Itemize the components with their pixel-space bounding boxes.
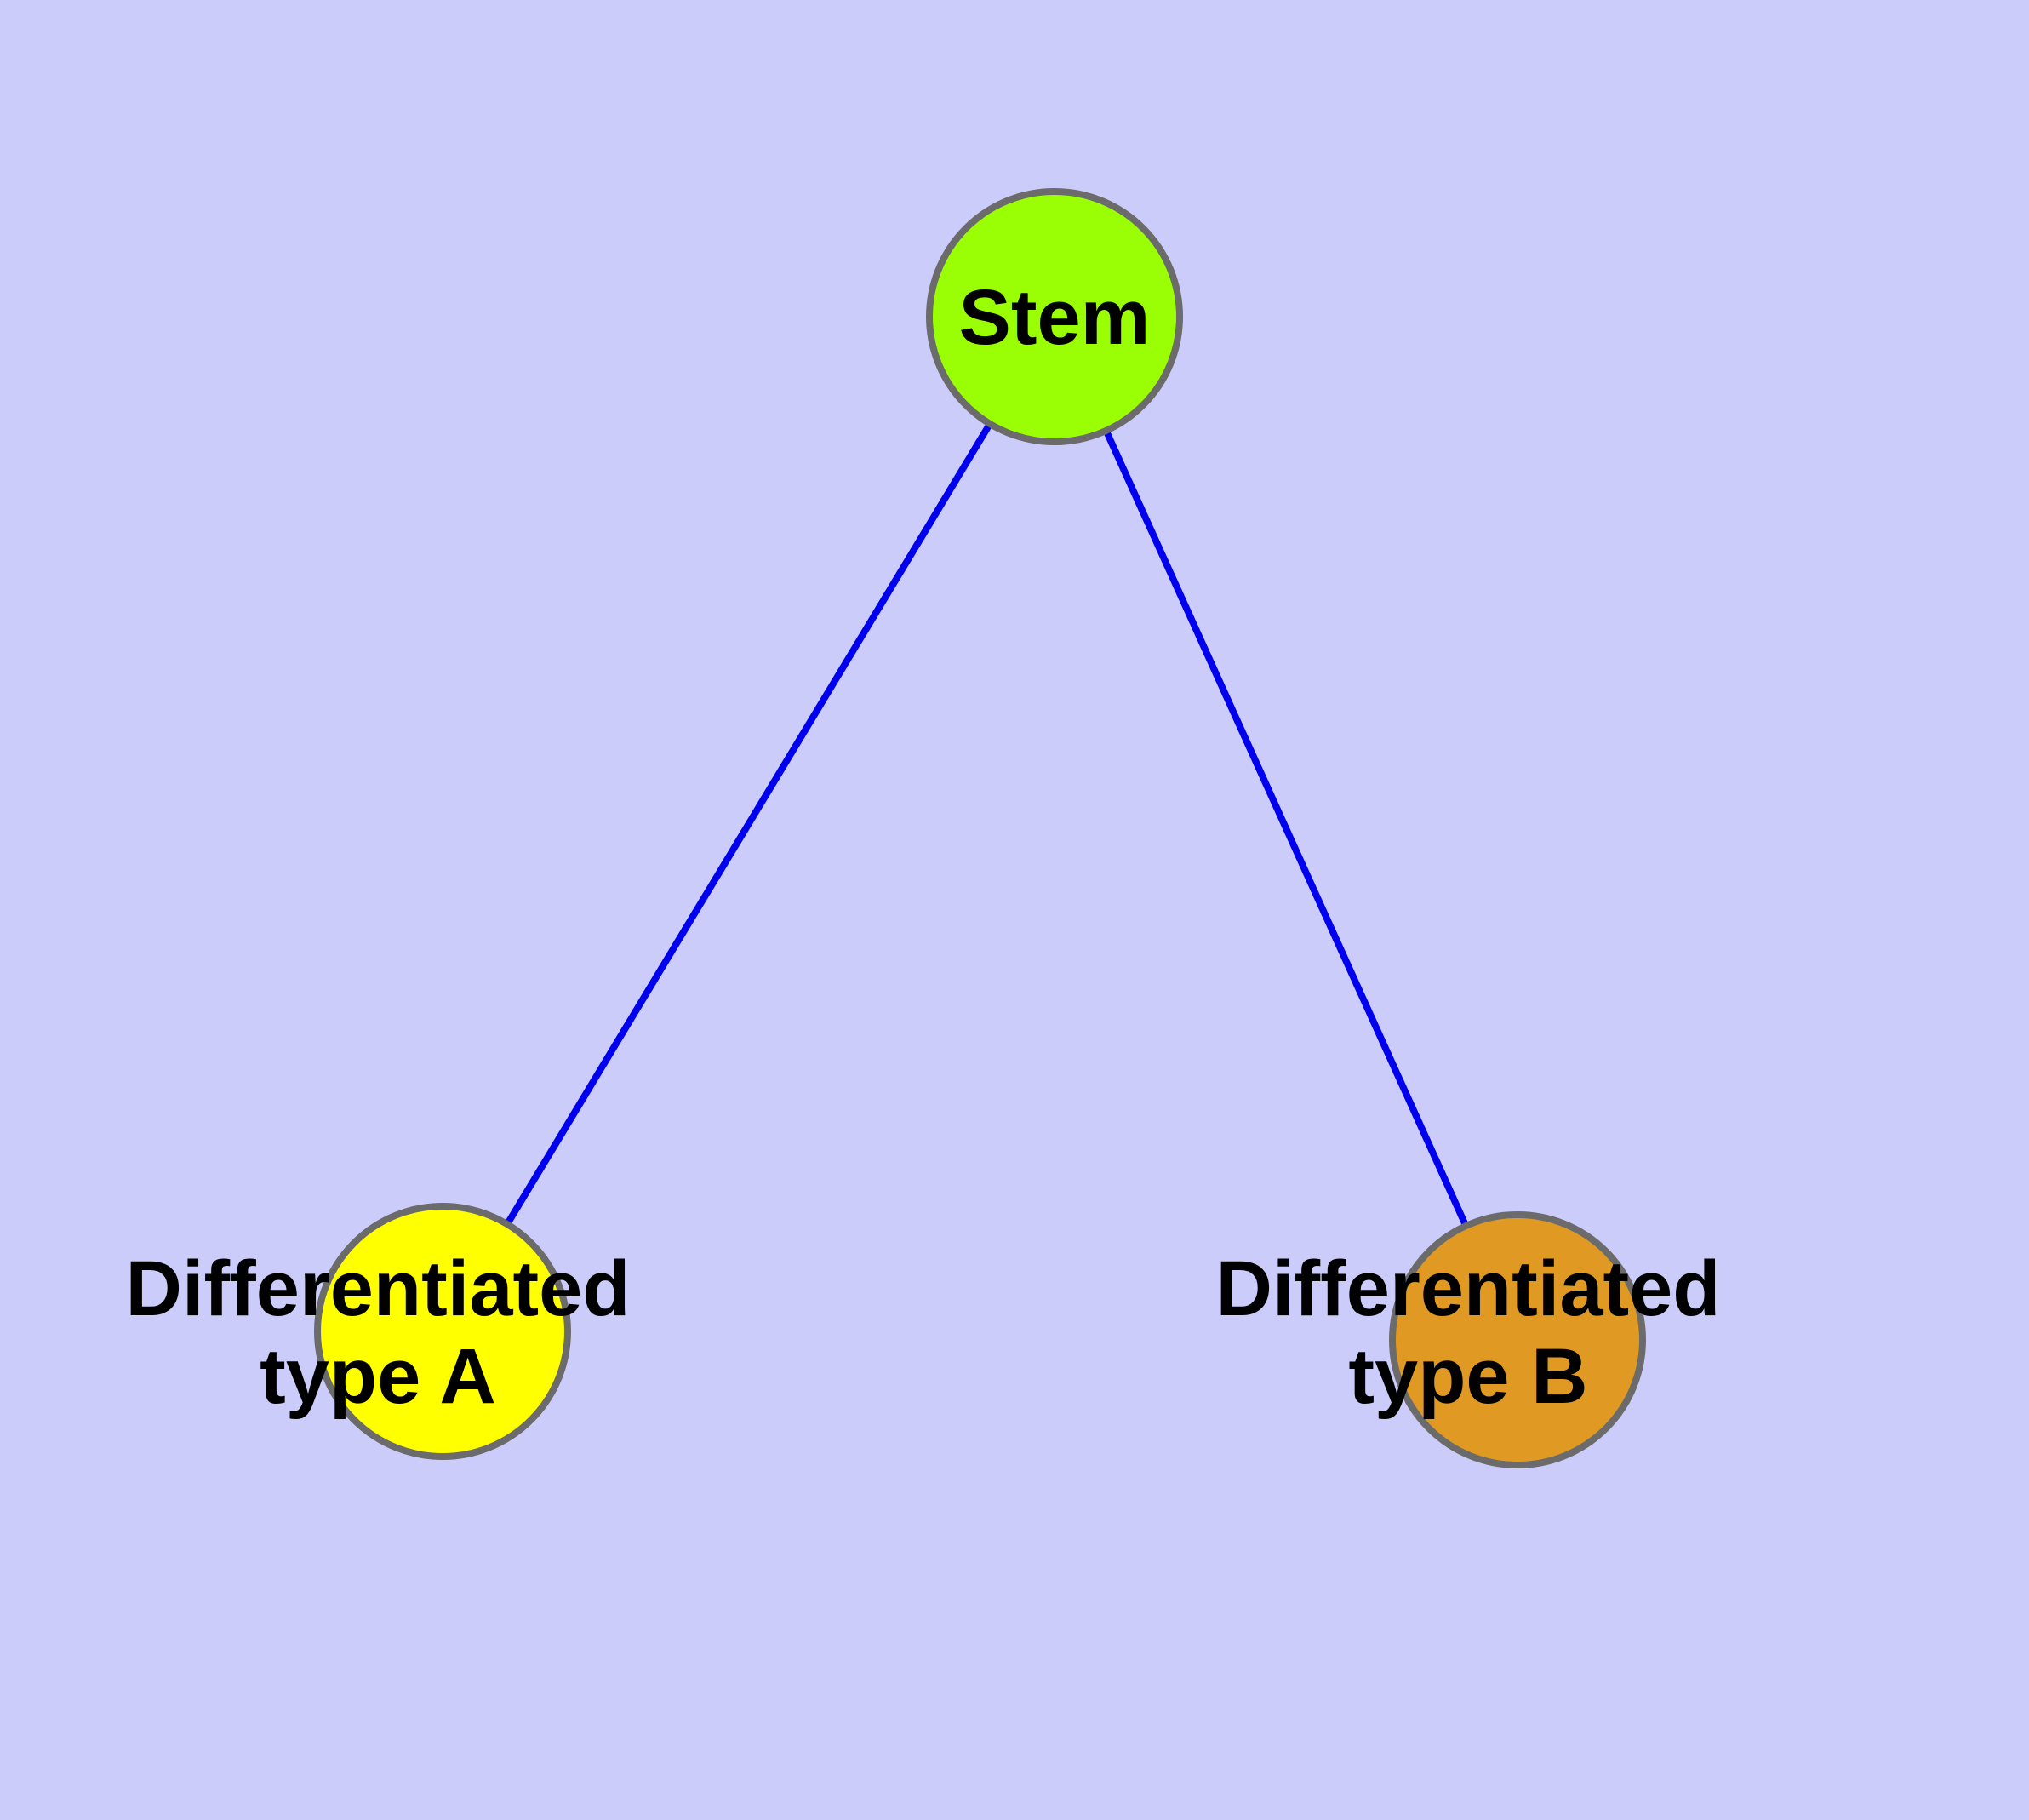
node-differentiated-type-b-label-line1: Differentiated — [1216, 1245, 1721, 1332]
node-differentiated-type-b-circle[interactable] — [1389, 1211, 1646, 1468]
node-layer — [314, 188, 1646, 1468]
node-differentiated-type-a-label-line2: type A — [260, 1333, 496, 1420]
node-differentiated-type-a-circle[interactable] — [314, 1203, 571, 1460]
node-stem[interactable] — [926, 188, 1183, 445]
node-stem-circle[interactable] — [926, 188, 1183, 445]
label-layer: Stem Differentiated type A Differentiate… — [126, 274, 1721, 1420]
node-differentiated-type-a-label-line1: Differentiated — [126, 1245, 631, 1332]
node-differentiated-type-a[interactable] — [314, 1203, 571, 1460]
node-differentiated-type-b-label-line2: type B — [1348, 1333, 1587, 1420]
edge-layer — [506, 424, 1468, 1225]
edge-stem-to-differentiated-type-b[interactable] — [1104, 432, 1468, 1225]
node-differentiated-type-b[interactable] — [1389, 1211, 1646, 1468]
node-stem-label: Stem — [959, 274, 1151, 361]
edge-stem-to-differentiated-type-a[interactable] — [506, 424, 992, 1224]
